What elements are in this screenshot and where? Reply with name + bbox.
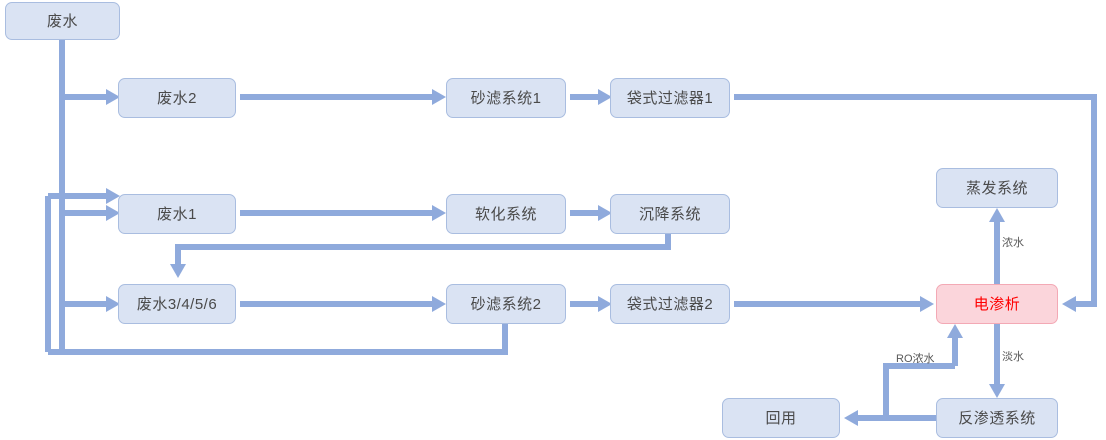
node-reverse-osmosis-system[interactable]: 反渗透系统 [936, 398, 1058, 438]
edge-label-freshwater: 淡水 [1002, 351, 1024, 363]
arrowhead-ww3456-from-settle [170, 264, 186, 278]
arrowhead-soften [432, 205, 446, 221]
arrowhead-reuse [844, 410, 858, 426]
node-reuse[interactable]: 回用 [722, 398, 840, 438]
node-label: 砂滤系统2 [470, 295, 542, 313]
node-label: 蒸发系统 [965, 179, 1028, 197]
arrowhead-sand2 [432, 296, 446, 312]
node-wastewater-1[interactable]: 废水1 [118, 194, 236, 234]
wire-settle-to-ww3456 [175, 234, 671, 264]
node-settling-system[interactable]: 沉降系统 [610, 194, 730, 234]
node-label: 软化系统 [474, 205, 537, 223]
node-label: 砂滤系统1 [470, 89, 542, 107]
arrowhead-evap [989, 208, 1005, 222]
node-label: 沉降系统 [638, 205, 701, 223]
arrowhead-ro [989, 384, 1005, 398]
edge-label-brine: 浓水 [1002, 237, 1024, 249]
wire-sand2-recycle [48, 324, 508, 355]
node-sand-filter-1[interactable]: 砂滤系统1 [446, 78, 566, 118]
node-label: 电渗析 [973, 295, 1021, 313]
node-label: 袋式过滤器1 [626, 89, 714, 107]
node-label: 废水1 [157, 205, 197, 223]
node-label: 废水3/4/5/6 [136, 295, 218, 313]
node-electrodialysis[interactable]: 电渗析 [936, 284, 1058, 324]
node-label: 废水 [46, 12, 78, 30]
node-wastewater-2[interactable]: 废水2 [118, 78, 236, 118]
node-bag-filter-1[interactable]: 袋式过滤器1 [610, 78, 730, 118]
arrowhead-ed-top [1062, 296, 1076, 312]
node-softening-system[interactable]: 软化系统 [446, 194, 566, 234]
arrowhead-ed-left [920, 296, 934, 312]
node-sand-filter-2[interactable]: 砂滤系统2 [446, 284, 566, 324]
node-bag-filter-2[interactable]: 袋式过滤器2 [610, 284, 730, 324]
node-label: 回用 [765, 409, 797, 427]
arrowhead-sand1 [432, 89, 446, 105]
edge-label-ro-brine: RO浓水 [896, 353, 935, 365]
node-label: 袋式过滤器2 [626, 295, 714, 313]
node-wastewater[interactable]: 废水 [5, 2, 120, 40]
node-label: 反渗透系统 [958, 409, 1036, 427]
node-label: 废水2 [157, 89, 197, 107]
arrowhead-ed-bottom [947, 324, 963, 338]
node-evaporation-system[interactable]: 蒸发系统 [936, 168, 1058, 208]
node-wastewater-3456[interactable]: 废水3/4/5/6 [118, 284, 236, 324]
